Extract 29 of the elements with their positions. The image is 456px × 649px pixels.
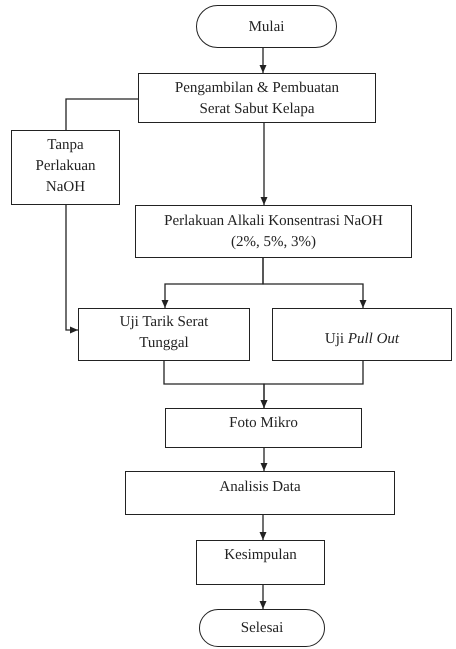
arrow: [260, 585, 266, 609]
terminator: [196, 5, 337, 48]
step-label: Mulai: [248, 18, 284, 37]
arrow: [260, 515, 266, 540]
process-box: [165, 408, 362, 448]
process-box: [78, 308, 250, 361]
arrow: [260, 448, 268, 471]
step-label: Tanpa Perlakuan NaOH: [34, 136, 96, 197]
arrow: [262, 258, 366, 308]
arrow: [65, 205, 78, 334]
process-box: [138, 73, 376, 123]
arrow: [260, 48, 266, 73]
process-box: [135, 205, 412, 258]
arrow: [260, 123, 268, 205]
terminator: [199, 609, 325, 647]
step-label: Perlakuan Alkali Konsentrasi NaOH (2%, 5%, 3%): [163, 212, 384, 252]
connector-line: [65, 98, 138, 130]
step-label: Analisis Data: [219, 478, 301, 497]
step-label: Pengambilan & Pembuatan Serat Sabut Kelapa: [174, 79, 340, 119]
step-label: Uji Tarik Serat Tunggal: [118, 313, 210, 353]
step-label: Kesimpulan: [224, 546, 297, 565]
step-label: Selesai: [240, 619, 284, 638]
step-label: Uji Pull Out: [324, 330, 400, 349]
step-label: Foto Mikro: [229, 414, 298, 433]
process-box: [196, 540, 325, 585]
arrow: [260, 361, 364, 408]
process-box: [11, 130, 120, 205]
process-box: [125, 471, 395, 515]
process-box: [272, 308, 452, 361]
